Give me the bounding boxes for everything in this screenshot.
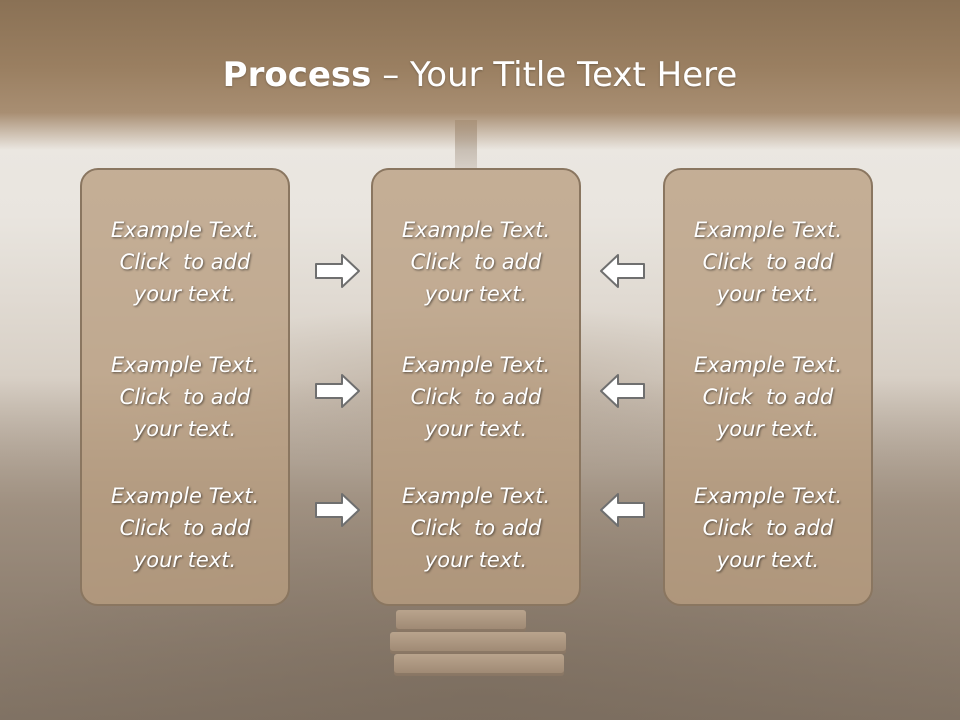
text-line: Click to add — [702, 385, 834, 409]
text-line: your text. — [133, 417, 237, 441]
text-line: Click to add — [702, 250, 834, 274]
text-placeholder[interactable]: Example Text. Click to add your text. — [373, 480, 579, 576]
title-band — [0, 0, 960, 150]
text-line: your text. — [424, 548, 528, 572]
text-line: Example Text. — [693, 484, 843, 508]
text-placeholder[interactable]: Example Text. Click to add your text. — [665, 480, 871, 576]
text-line: Click to add — [119, 250, 251, 274]
text-panel-center[interactable]: Example Text. Click to add your text. Ex… — [371, 168, 581, 606]
text-line: Example Text. — [693, 218, 843, 242]
text-line: Click to add — [410, 516, 542, 540]
arrow-left-icon — [600, 374, 645, 408]
text-line: Click to add — [410, 250, 542, 274]
text-line: Example Text. — [110, 218, 260, 242]
text-placeholder[interactable]: Example Text. Click to add your text. — [373, 349, 579, 445]
arrow-right-icon — [315, 254, 360, 288]
arrow-left-icon — [600, 493, 645, 527]
text-line: your text. — [424, 282, 528, 306]
book — [390, 632, 566, 654]
slide-title[interactable]: Process – Your Title Text Here — [0, 52, 960, 98]
text-line: your text. — [716, 282, 820, 306]
text-line: your text. — [133, 548, 237, 572]
text-placeholder[interactable]: Example Text. Click to add your text. — [82, 480, 288, 576]
text-placeholder[interactable]: Example Text. Click to add your text. — [665, 214, 871, 310]
text-line: Example Text. — [401, 484, 551, 508]
text-line: Example Text. — [110, 484, 260, 508]
text-placeholder[interactable]: Example Text. Click to add your text. — [665, 349, 871, 445]
title-bold: Process — [222, 55, 372, 95]
text-line: Click to add — [702, 516, 834, 540]
text-line: your text. — [133, 282, 237, 306]
text-placeholder[interactable]: Example Text. Click to add your text. — [82, 214, 288, 310]
background-books — [390, 600, 570, 690]
book — [396, 610, 526, 632]
text-panel-left[interactable]: Example Text. Click to add your text. Ex… — [80, 168, 290, 606]
text-placeholder[interactable]: Example Text. Click to add your text. — [82, 349, 288, 445]
text-line: Click to add — [410, 385, 542, 409]
text-line: Example Text. — [401, 218, 551, 242]
arrow-left-icon — [600, 254, 645, 288]
arrow-right-icon — [315, 493, 360, 527]
text-line: your text. — [716, 417, 820, 441]
title-dash: – — [371, 55, 411, 95]
text-line: your text. — [716, 548, 820, 572]
text-line: Click to add — [119, 516, 251, 540]
text-line: Example Text. — [401, 353, 551, 377]
text-line: your text. — [424, 417, 528, 441]
book — [394, 654, 564, 676]
text-panel-right[interactable]: Example Text. Click to add your text. Ex… — [663, 168, 873, 606]
text-line: Example Text. — [693, 353, 843, 377]
title-text: Your Title Text Here — [410, 55, 738, 95]
text-line: Example Text. — [110, 353, 260, 377]
text-line: Click to add — [119, 385, 251, 409]
text-placeholder[interactable]: Example Text. Click to add your text. — [373, 214, 579, 310]
arrow-right-icon — [315, 374, 360, 408]
